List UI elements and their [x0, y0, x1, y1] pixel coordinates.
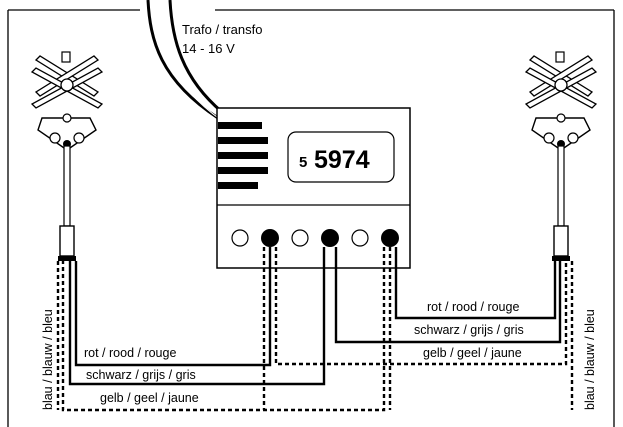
black-wire-label-left: schwarz / grijs / gris	[86, 368, 196, 382]
product-code-label-box	[287, 131, 395, 183]
diagram-frame	[7, 9, 615, 427]
transformer-input-wires	[146, 0, 223, 121]
terminal-2	[261, 229, 279, 247]
blue-wire-label-left: blau / blauw / bleu	[41, 309, 55, 410]
right-signal-wires	[274, 247, 574, 410]
product-code: 5974	[314, 146, 370, 174]
product-code-prefix: 5	[299, 154, 307, 171]
black-wire-label-right: schwarz / grijs / gris	[414, 323, 524, 337]
red-wire-label-right: rot / rood / rouge	[427, 300, 519, 314]
terminals	[231, 229, 399, 247]
ventilation-slots	[218, 122, 268, 189]
control-module: 5 5974	[216, 107, 411, 269]
terminal-6	[381, 229, 399, 247]
yellow-wire-label-left: gelb / geel / jaune	[100, 391, 199, 405]
terminal-3	[291, 229, 309, 247]
blue-wire-label-right: blau / blauw / bleu	[583, 309, 597, 410]
red-wire-label-left: rot / rood / rouge	[84, 346, 176, 360]
power-supply-label: Trafo / transfo	[182, 22, 262, 37]
right-crossing-signal	[524, 51, 598, 261]
terminal-drop-dashes	[262, 247, 392, 410]
terminal-4	[321, 229, 339, 247]
yellow-wire-label-right: gelb / geel / jaune	[423, 346, 522, 360]
left-crossing-signal	[30, 51, 104, 261]
terminal-5	[351, 229, 369, 247]
terminal-1	[231, 229, 249, 247]
left-signal-wires	[56, 247, 386, 412]
voltage-label: 14 - 16 V	[182, 41, 235, 56]
